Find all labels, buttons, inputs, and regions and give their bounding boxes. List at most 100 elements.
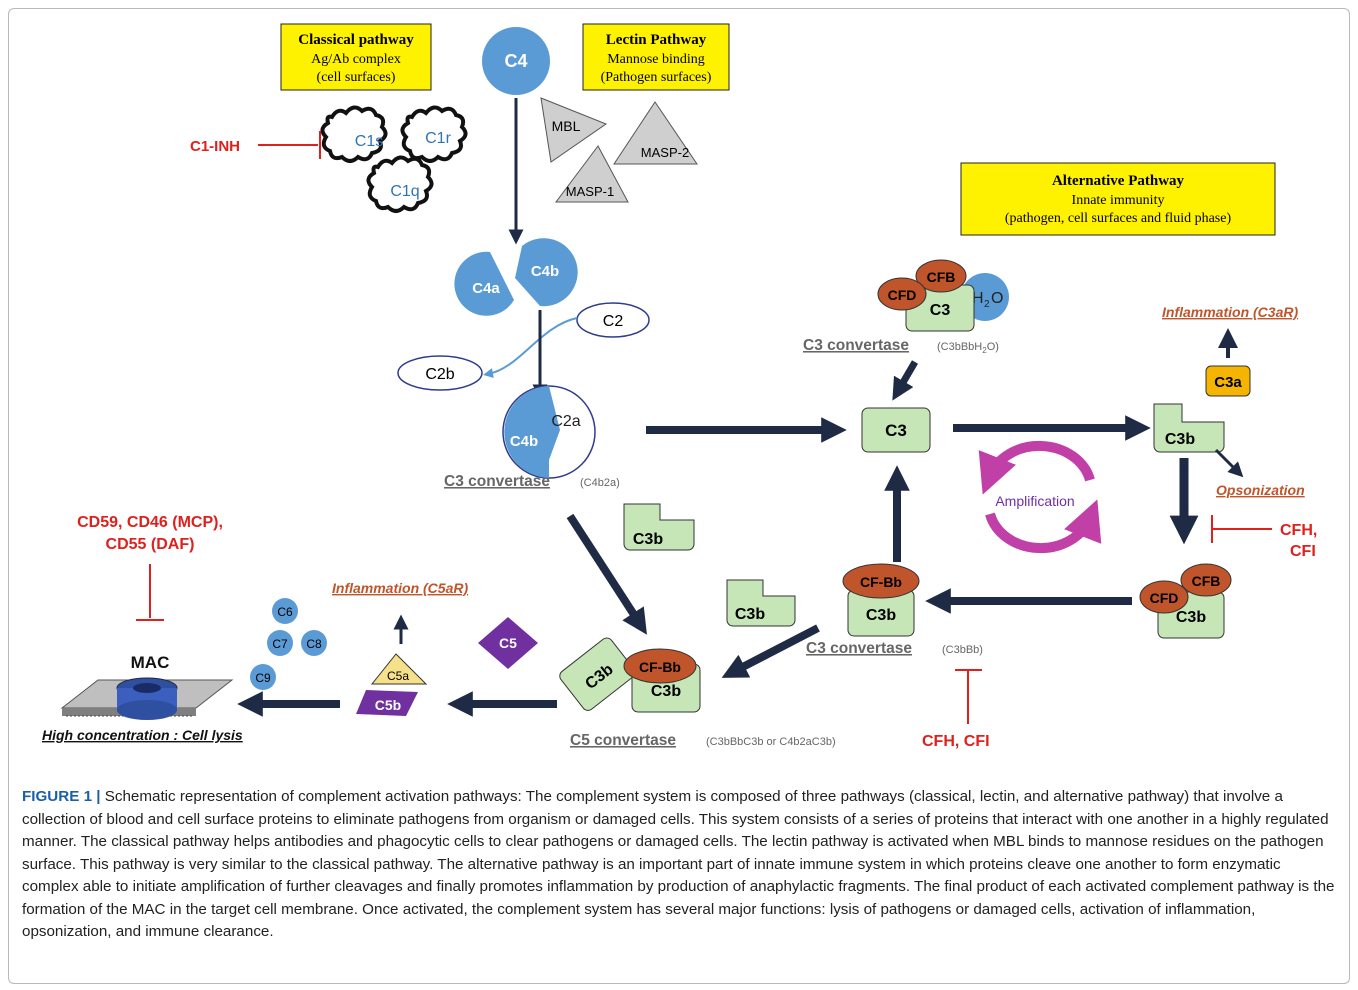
svg-text:C2: C2 <box>603 313 624 330</box>
c1s-label: C1s <box>355 133 383 150</box>
c2-molecule: C2 <box>576 302 650 338</box>
classical-pathway-box: Classical pathway Ag/Ab complex (cell su… <box>280 23 432 91</box>
svg-text:C4: C4 <box>504 51 527 71</box>
c4b2a-complex: C4b C2a <box>502 385 596 479</box>
c6-molecule: C6 <box>272 598 298 624</box>
arrow-c4b2a-to-c5conv <box>566 513 647 635</box>
lectin-pathway-line1: Mannose binding <box>607 52 705 67</box>
arrow-c2-cleavage <box>483 317 578 378</box>
figure-label: FIGURE 1 | <box>22 788 101 805</box>
masp1-molecule: MASP-1 <box>555 145 629 203</box>
c5-convertase-label: C5 convertase <box>570 732 676 749</box>
svg-text:C3: C3 <box>885 421 907 440</box>
arrow-fluid-to-c3 <box>892 360 919 401</box>
amplification-label: Amplification <box>995 493 1074 509</box>
lectin-pathway-title: Lectin Pathway <box>606 32 707 48</box>
svg-text:C2a: C2a <box>551 413 580 430</box>
lectin-pathway-line2: (Pathogen surfaces) <box>601 70 712 85</box>
svg-text:CFD: CFD <box>888 287 917 303</box>
cell-lysis-label: High concentration : Cell lysis <box>42 727 243 743</box>
c3-convertase-classical-label: C3 convertase <box>444 473 550 490</box>
complement-pathway-diagram: Classical pathway Ag/Ab complex (cell su… <box>42 23 1317 750</box>
c7-molecule: C7 <box>267 630 293 656</box>
c3-convertase-fluid-label: C3 convertase <box>803 337 909 354</box>
svg-text:MASP-1: MASP-1 <box>566 184 614 199</box>
svg-text:C9: C9 <box>255 671 271 685</box>
classical-pathway-line1: Ag/Ab complex <box>311 52 401 67</box>
svg-text:H: H <box>972 290 984 307</box>
c2b-molecule: C2b <box>397 355 483 391</box>
svg-text:C2b: C2b <box>425 366 454 383</box>
svg-text:C3b: C3b <box>735 606 765 623</box>
classical-pathway-line2: (cell surfaces) <box>317 70 396 85</box>
svg-text:C1-INH: C1-INH <box>190 138 240 155</box>
svg-text:C3a: C3a <box>1214 374 1242 391</box>
cfh-cfi-bottom-inhibition: CFH, CFI <box>922 669 990 750</box>
c1r-label: C1r <box>425 130 451 147</box>
svg-text:O: O <box>991 290 1003 307</box>
c3-central: C3 <box>861 407 931 453</box>
c3bbb-complex: C3b CF-Bb <box>842 563 920 637</box>
figure-caption: FIGURE 1 | Schematic representation of c… <box>22 786 1340 944</box>
svg-text:CD55 (DAF): CD55 (DAF) <box>106 536 195 553</box>
figure-caption-text: Schematic representation of complement a… <box>22 788 1335 940</box>
c3b-right: C3b <box>1153 403 1225 453</box>
alternative-pathway-line1: Innate immunity <box>1072 193 1165 208</box>
lectin-pathway-box: Lectin Pathway Mannose binding (Pathogen… <box>582 23 730 91</box>
svg-text:C3b: C3b <box>866 607 896 624</box>
c3a-molecule: C3a <box>1205 365 1251 397</box>
c3-convertase-alt-label: C3 convertase <box>806 640 912 657</box>
c1inh-inhibition: C1-INH <box>190 131 321 159</box>
classical-pathway-title: Classical pathway <box>298 32 414 48</box>
fluid-phase-c3-complex: H 2 O C3 CFB CFD <box>877 259 1009 332</box>
mac-membrane-pore <box>60 677 234 720</box>
c5a-molecule: C5a <box>370 653 428 685</box>
svg-text:CD59, CD46 (MCP),: CD59, CD46 (MCP), <box>77 514 223 531</box>
svg-text:CFH, CFI: CFH, CFI <box>922 733 990 750</box>
c9-molecule: C9 <box>250 664 276 690</box>
c8-molecule: C8 <box>301 630 327 656</box>
amplification-cycle: Amplification <box>978 440 1102 554</box>
svg-text:C3b: C3b <box>633 531 663 548</box>
c3b-free-2: C3b <box>726 579 796 627</box>
c4a-fragment: C4a <box>454 251 514 316</box>
alternative-pathway-box: Alternative Pathway Innate immunity (pat… <box>960 162 1276 236</box>
arrow-c3b-to-opsonization <box>1214 448 1244 478</box>
opsonization-label: Opsonization <box>1216 482 1305 498</box>
svg-text:C5b: C5b <box>375 697 401 713</box>
cfh-cfi-right-inhibition: CFH, CFI <box>1211 515 1317 560</box>
c3b-cfd-cfb-complex: C3b CFB CFD <box>1139 563 1232 639</box>
inflammation-c3ar-label: Inflammation (C3aR) <box>1162 304 1298 320</box>
membrane-regulators-inhibition: CD59, CD46 (MCP), CD55 (DAF) <box>77 514 223 621</box>
svg-text:C5: C5 <box>499 635 517 651</box>
svg-text:C3b: C3b <box>651 683 681 700</box>
c3b-free-1: C3b <box>623 503 695 551</box>
svg-text:C7: C7 <box>272 637 288 651</box>
mac-label: MAC <box>131 653 170 672</box>
svg-text:C4b: C4b <box>510 433 538 450</box>
c5-convertase-complex: C3b C3b CF-Bb <box>559 637 701 713</box>
svg-text:C6: C6 <box>277 605 293 619</box>
svg-text:C8: C8 <box>306 637 322 651</box>
alternative-pathway-title: Alternative Pathway <box>1052 173 1185 189</box>
c3-convertase-classical-sub: (C4b2a) <box>580 477 620 489</box>
c3-convertase-fluid-sub: (C3bBbH2O) <box>937 341 999 355</box>
c1-complex <box>320 105 468 213</box>
svg-text:CFB: CFB <box>927 269 956 285</box>
svg-text:C4a: C4a <box>472 280 500 297</box>
svg-text:CFB: CFB <box>1192 573 1221 589</box>
svg-text:MBL: MBL <box>552 118 581 134</box>
alternative-pathway-line2: (pathogen, cell surfaces and fluid phase… <box>1005 211 1232 226</box>
svg-text:C4b: C4b <box>531 263 559 280</box>
svg-text:MASP-2: MASP-2 <box>641 145 689 160</box>
c5b-molecule: C5b <box>356 690 418 716</box>
svg-text:CFH,: CFH, <box>1280 522 1317 539</box>
c5-molecule: C5 <box>478 617 538 669</box>
svg-text:C5a: C5a <box>387 669 409 683</box>
c5-convertase-sub: (C3bBbC3b or C4b2aC3b) <box>706 736 836 748</box>
c1q-label: C1q <box>390 183 419 200</box>
masp2-molecule: MASP-2 <box>613 101 698 165</box>
svg-text:2: 2 <box>984 299 990 310</box>
svg-text:CFD: CFD <box>1150 590 1179 606</box>
inflammation-c5ar-label: Inflammation (C5aR) <box>332 580 468 596</box>
